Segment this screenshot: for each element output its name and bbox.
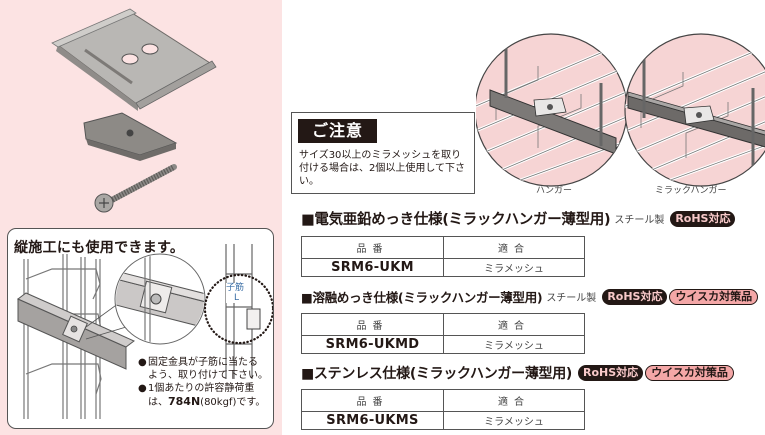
table-row: SRM6-UKMS ミラメッシュ (301, 411, 585, 430)
column-header-part-number: 品番 (301, 236, 444, 259)
milac-hanger-illustration (624, 33, 765, 187)
table-row: SRM6-UKM ミラメッシュ (301, 258, 585, 277)
nut-plate-icon (83, 112, 178, 161)
section-heading-stainless: ■ステンレス仕様(ミラックハンガー薄型用) RoHS対応 ウイスカ対策品 (301, 363, 734, 383)
screw-icon (94, 164, 177, 213)
spec-table-hot-dip: 品番 適合 SRM6-UKMD ミラメッシュ (301, 313, 585, 354)
column-header-compatible: 適合 (443, 313, 585, 336)
bracket-plate-icon (51, 8, 217, 111)
hanger-illustration (476, 33, 628, 187)
note-line: よう、取り付けて下さい。 (148, 370, 268, 381)
milac-hanger-label: ミラックハンガー (655, 186, 727, 196)
note-line: は、784N(80kgf)です。 (148, 395, 266, 408)
section-title: ■ステンレス仕様(ミラックハンガー薄型用) (301, 366, 573, 382)
notice-label: ご注意 (298, 119, 377, 143)
child-bar-label: 子筋 L (226, 283, 245, 303)
bullet-icon: ● (138, 357, 147, 368)
notice-body: サイズ30以上のミラメッシュを取り付ける場合は、2個以上使用して下さい。 (299, 150, 466, 187)
whisker-countermeasure-badge: ウイスカ対策品 (645, 365, 734, 381)
table-row: SRM6-UKMD ミラメッシュ (301, 335, 585, 354)
spec-table-stainless: 品番 適合 SRM6-UKMS ミラメッシュ (301, 389, 585, 430)
compatible-cell: ミラメッシュ (443, 258, 585, 277)
note-item: ●1個あたりの許容静荷重 (138, 383, 255, 394)
vertical-installation-inset: 縦施工にも使用できます。 子筋 L ●固定金具が子筋に当たる よう、取り付けて下… (7, 228, 274, 429)
bullet-icon: ● (138, 383, 147, 394)
column-header-part-number: 品番 (301, 389, 444, 412)
product-photo (51, 8, 217, 213)
load-value: 784N (168, 395, 201, 408)
part-number-cell: SRM6-UKMS (301, 411, 444, 430)
hanger-label: ハンガー (536, 186, 573, 196)
column-header-part-number: 品番 (301, 313, 444, 336)
column-header-compatible: 適合 (443, 389, 585, 412)
compatible-cell: ミラメッシュ (443, 335, 585, 354)
table-header-row: 品番 適合 (301, 236, 585, 259)
material-label: スチール製 (546, 293, 597, 304)
vertical-installation-illustration (17, 244, 273, 419)
rohs-badge: RoHS対応 (578, 365, 644, 381)
compatible-cell: ミラメッシュ (443, 411, 585, 430)
column-header-compatible: 適合 (443, 236, 585, 259)
section-title: ■電気亜鉛めっき仕様(ミラックハンガー薄型用) (301, 212, 611, 228)
part-number-cell: SRM6-UKM (301, 258, 444, 277)
inset-title: 縦施工にも使用できます。 (14, 240, 185, 256)
note-item: ●固定金具が子筋に当たる (138, 357, 258, 368)
section-title: ■溶融めっき仕様(ミラックハンガー薄型用) (301, 290, 543, 305)
hanger-illustrations (476, 33, 765, 187)
rohs-badge: RoHS対応 (602, 288, 668, 305)
section-heading-hot-dip: ■溶融めっき仕様(ミラックハンガー薄型用) スチール製 RoHS対応 ウイスカ対… (301, 287, 759, 306)
material-label: スチール製 (614, 215, 665, 226)
whisker-countermeasure-badge: ウイスカ対策品 (669, 288, 759, 305)
left-panel: 縦施工にも使用できます。 子筋 L ●固定金具が子筋に当たる よう、取り付けて下… (0, 0, 282, 435)
spec-table-electro-galvanized: 品番 適合 SRM6-UKM ミラメッシュ (301, 236, 585, 277)
section-heading-electro-galvanized: ■電気亜鉛めっき仕様(ミラックハンガー薄型用) スチール製 RoHS対応 (301, 208, 736, 229)
table-header-row: 品番 適合 (301, 389, 585, 412)
table-header-row: 品番 適合 (301, 313, 585, 336)
installation-notes: ●固定金具が子筋に当たる よう、取り付けて下さい。 ●1個あたりの許容静荷重 は… (138, 356, 268, 409)
rohs-badge: RoHS対応 (670, 210, 736, 227)
notice-box: ご注意 サイズ30以上のミラメッシュを取り付ける場合は、2個以上使用して下さい。 (291, 112, 475, 194)
part-number-cell: SRM6-UKMD (301, 335, 444, 354)
